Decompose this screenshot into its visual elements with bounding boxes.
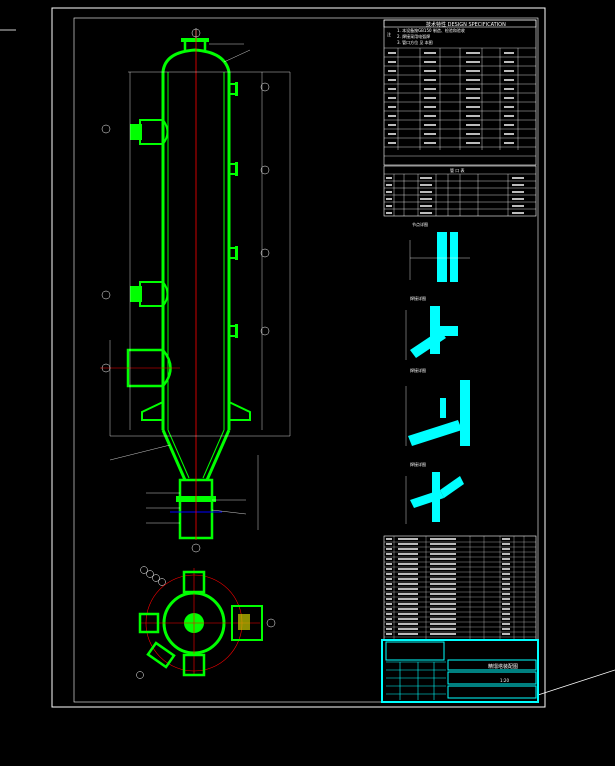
detail-label-4: 焊接详图 [410, 461, 426, 467]
nozzle-left-upper [130, 119, 169, 145]
nozzle-table: 管 口 表 [383, 165, 537, 217]
title-block-scale: 1:20 [500, 678, 509, 683]
title-block-name: 精馏塔装配图 [488, 663, 518, 670]
detail-label-2: 焊接详图 [410, 295, 426, 301]
manway [100, 348, 180, 388]
nozzle-left-lower [130, 281, 169, 307]
notes-header: 注 [387, 31, 391, 37]
inner-frame [73, 17, 539, 703]
nozzle-right-1 [228, 82, 238, 96]
weld-detail-1: 节点详图 [409, 221, 470, 282]
spec-table-title: 技术特性 DESIGN SPECIFICATION [426, 21, 506, 28]
detail-label-3: 焊接详图 [410, 367, 426, 373]
design-spec-table: 技术特性 DESIGN SPECIFICATION 注 1. 本设备按GB150… [383, 19, 537, 166]
nozzle-grid [384, 173, 536, 216]
parts-list [383, 535, 537, 641]
title-block: 精馏塔装配图 1:20 [381, 639, 539, 703]
vessel-elevation [100, 28, 291, 553]
note-2: 2. 焊接采用电弧焊 [397, 33, 430, 39]
weld-detail-3: 焊接详图 [405, 367, 470, 446]
spec-grid [384, 47, 536, 157]
nozzle-right-2 [228, 162, 238, 176]
nozzle-right-4 [228, 324, 238, 338]
nozzle-right-3 [228, 246, 238, 260]
nozzle-orientation-view [136, 566, 276, 679]
note-1: 1. 本设备按GB150 制造、检验和验收 [397, 27, 465, 33]
parts-grid [384, 536, 536, 640]
nozzle-table-title: 管 口 表 [450, 167, 465, 173]
weld-detail-2: 焊接详图 [405, 295, 458, 360]
detail-label-1: 节点详图 [412, 221, 428, 227]
note-3: 3. 管口方位 见 本图 [397, 39, 433, 45]
outer-frame [51, 7, 546, 708]
weld-detail-4: 焊接详图 [405, 461, 464, 524]
